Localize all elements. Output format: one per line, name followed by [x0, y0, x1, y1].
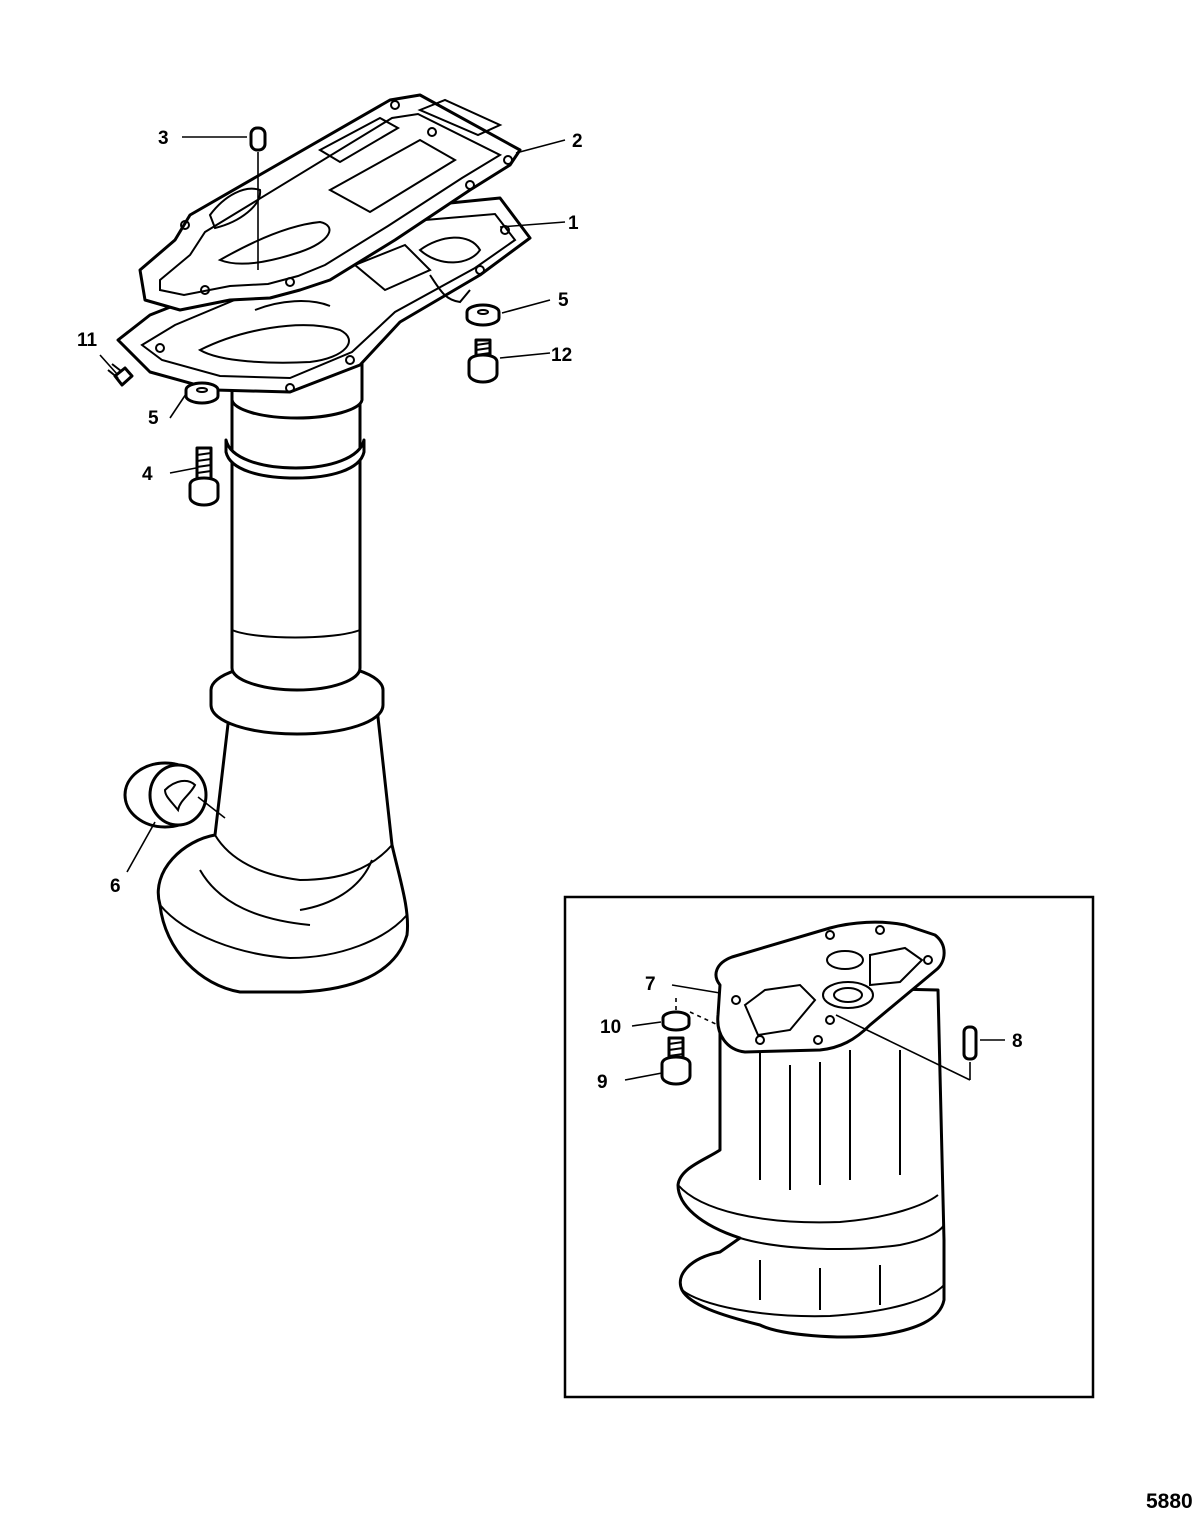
washer-upper — [465, 303, 501, 327]
screw-4 — [188, 446, 220, 507]
plug — [123, 761, 208, 829]
callout-5-upper: 5 — [558, 290, 569, 311]
callout-4: 4 — [142, 464, 153, 485]
leader-lines — [99, 136, 566, 873]
callout-3: 3 — [158, 128, 169, 149]
callout-1: 1 — [568, 213, 579, 234]
callout-10: 10 — [600, 1017, 621, 1038]
callout-8: 8 — [1012, 1031, 1023, 1052]
fitting-11 — [107, 363, 134, 387]
callout-5-lower: 5 — [148, 408, 159, 429]
driveshaft-housing — [156, 358, 410, 994]
callout-12: 12 — [551, 345, 572, 366]
figure-number: 5880 — [1146, 1490, 1193, 1513]
callout-6: 6 — [110, 876, 121, 897]
washer-lower — [184, 381, 220, 405]
callout-2: 2 — [572, 131, 583, 152]
callout-9: 9 — [597, 1072, 608, 1093]
screw-12 — [467, 338, 499, 384]
callout-11: 11 — [77, 330, 98, 351]
callout-7: 7 — [645, 974, 656, 995]
inset-panel — [563, 895, 1095, 1399]
dowel-pin — [249, 126, 267, 270]
callout-labels: 1 2 3 4 5 5 6 7 8 9 10 11 12 5880 — [77, 128, 1193, 1513]
gasket — [138, 93, 522, 312]
